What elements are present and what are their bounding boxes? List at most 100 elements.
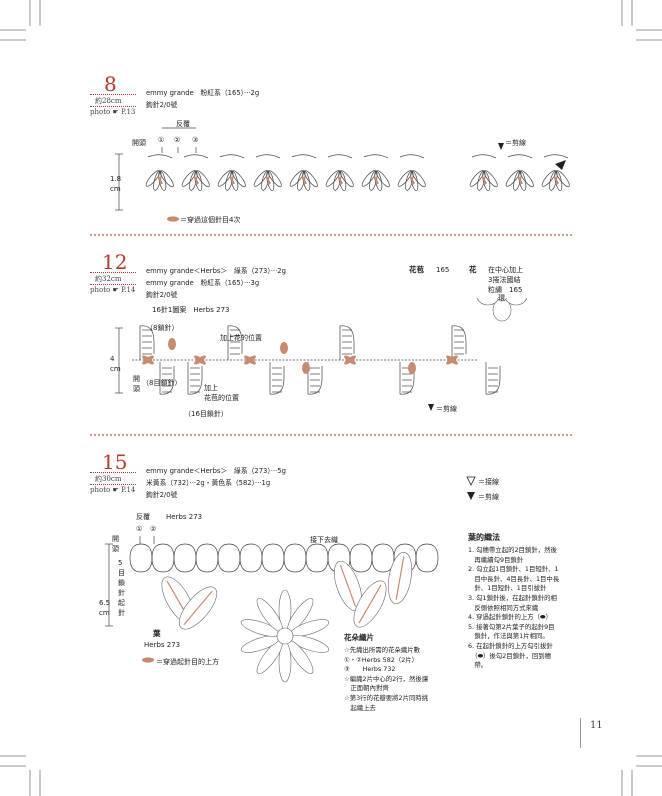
herbs-label: Herbs 273	[166, 513, 203, 521]
petal-stitch	[375, 170, 390, 188]
chain-loop	[305, 557, 329, 573]
instruction-line: 5. 接著勾第2片葉子的起針9目	[468, 622, 555, 631]
height-label: 1.8 cm	[110, 175, 122, 193]
instruction-line: 針、1目短針、1目引拔針	[468, 584, 547, 593]
petal-stitch	[303, 170, 318, 188]
chain-loop	[239, 543, 263, 559]
photo-ref: photo ☛ P.14	[90, 286, 136, 294]
circle-2: ②	[150, 525, 157, 533]
petal-stitch	[411, 170, 426, 188]
bud-yarn: 165	[436, 266, 450, 274]
instruction-line: 正面朝內對齊	[344, 684, 389, 693]
leaf-instructions-title: 葉的織法	[468, 533, 500, 542]
cut-marker-icon	[467, 492, 475, 500]
section-number: 15	[102, 450, 128, 474]
chain-arc	[327, 154, 353, 159]
instruction-line: 再繼續勾9目鎖針	[468, 555, 524, 564]
thread-mark	[553, 175, 559, 185]
bud-position	[408, 362, 416, 374]
chain-arc	[147, 154, 173, 159]
thread-mark	[481, 175, 487, 185]
chain-loop	[415, 557, 439, 573]
instruction-line: 6. 在起針鎖針的上方勾引拔針	[468, 641, 553, 650]
chain-loop	[327, 543, 351, 559]
chain-loop	[261, 543, 285, 559]
dotted-divider	[90, 272, 136, 273]
thread-mark	[193, 175, 199, 185]
flower-title: 花	[469, 265, 477, 274]
chain-loop	[305, 543, 329, 559]
chain-loop	[349, 543, 373, 559]
cut-label: ＝剪線	[436, 405, 457, 413]
instruction-line: 2. 勾立起1目鎖針、1目短針、1	[468, 565, 559, 574]
petal-stitch	[519, 170, 534, 188]
instruction-line: ☆第3行的花瓣要將2片同時挑	[344, 693, 429, 702]
start-label: 開頭	[133, 375, 140, 393]
flower-center-label: 環	[498, 294, 505, 302]
chain-loop	[173, 543, 197, 559]
section-length: 約30cm	[95, 475, 122, 483]
chain-loop	[151, 543, 175, 559]
loop-stitch	[485, 362, 501, 395]
petal-stitch	[159, 170, 174, 188]
petal-stitch	[195, 170, 210, 188]
legend-icons	[466, 476, 476, 500]
flower-position	[194, 355, 206, 365]
chain-arc	[183, 154, 209, 159]
chain-loop	[129, 557, 153, 573]
thread-mark	[337, 175, 343, 185]
bud-title: 花苞	[409, 265, 424, 274]
ch8b-label: （8目鎖針）	[142, 379, 182, 387]
note-label: ＝穿過這個針目4次	[180, 216, 241, 224]
height-label: 6.5 cm	[99, 599, 111, 617]
section-divider	[90, 234, 572, 236]
chain-loop	[217, 557, 241, 573]
loop-stitch	[159, 362, 175, 395]
leaf-vein	[183, 590, 213, 626]
leaf-yarn: Herbs 273	[144, 641, 181, 649]
join-marker-icon	[466, 476, 476, 486]
cut-marker-icon	[498, 143, 504, 150]
loop-stitch	[339, 325, 355, 360]
loop-stitch	[451, 325, 467, 360]
chain-arc	[543, 154, 569, 159]
section-divider	[90, 434, 572, 436]
section-number: 12	[102, 250, 128, 274]
thread-mark	[229, 175, 235, 185]
chain-loop	[129, 543, 153, 559]
dotted-divider	[90, 472, 136, 473]
chain-loop	[217, 543, 241, 559]
chain-arc	[219, 154, 245, 159]
chain-loop	[371, 543, 395, 559]
loop-stitch	[269, 362, 285, 395]
photo-ref: photo ☛ P.13	[90, 108, 136, 116]
reverse-label: 反覆	[136, 513, 150, 521]
note-label: ＝穿過起針目的上方	[156, 658, 219, 666]
thread-mark	[157, 175, 163, 185]
loop-stitch	[139, 325, 155, 360]
chain-arc	[471, 154, 497, 159]
flower-note: 在中心加上 3捲法國結 粒繡 165	[488, 266, 523, 294]
flower-position	[142, 355, 154, 365]
petal-stitch	[483, 170, 498, 188]
loop-stitch	[307, 362, 323, 395]
instruction-line: （⬬）後勾2目鎖針，回到穗	[468, 651, 552, 660]
chain-loop	[195, 543, 219, 559]
ch16-label: （16目鎖針）	[184, 410, 228, 418]
instruction-line: ☆編織2片中心的2行，然後讓	[344, 674, 429, 683]
loop-stitch	[227, 325, 243, 360]
yarn-line: 米黃系（732）···2g・黃色系（582）···1g	[146, 479, 271, 487]
hook-line: 鉤針2/0號	[146, 291, 178, 299]
section12-diagram	[115, 298, 528, 411]
yarn-line: emmy grande 粉紅系（165）···3g	[146, 279, 260, 287]
add-flower-label: 加上花的位置	[220, 334, 262, 342]
instruction-line: 鎖針，作法與第1片相同。	[468, 632, 549, 641]
page-number-rule	[580, 718, 581, 748]
chain-loop	[415, 543, 439, 559]
cut-marker-icon	[555, 160, 566, 170]
dotted-divider	[90, 484, 136, 485]
instruction-line: ☆先織出所需的花朵織片數	[344, 646, 421, 654]
thread-mark	[301, 175, 307, 185]
page-number: 11	[590, 720, 603, 731]
chain-arc	[363, 154, 389, 159]
